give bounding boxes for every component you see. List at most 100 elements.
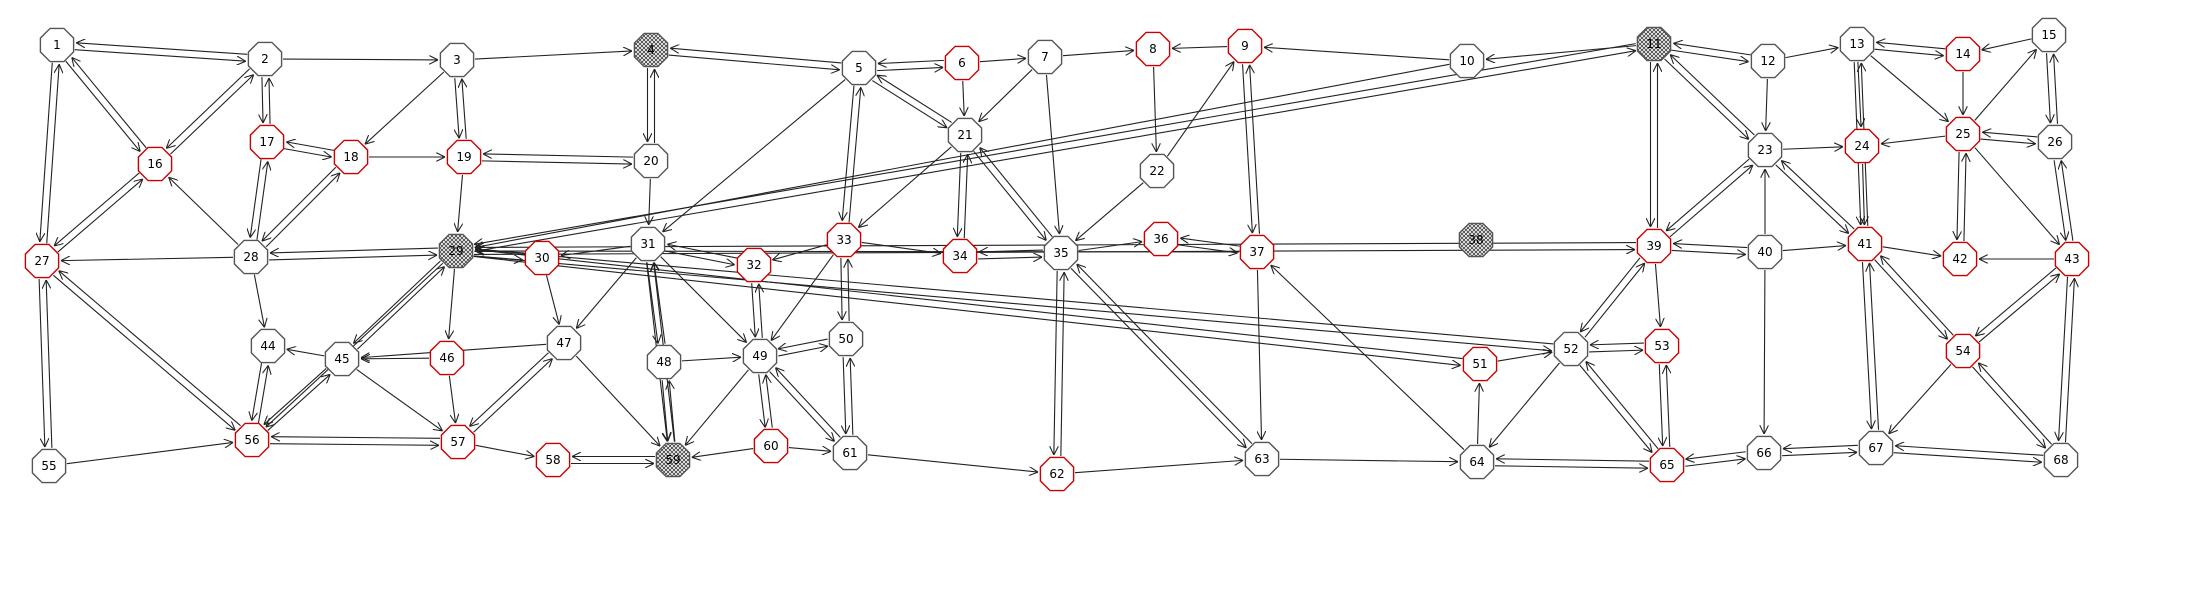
node-15[interactable]: 15: [2031, 17, 2067, 53]
node-32[interactable]: 32: [736, 247, 772, 283]
node-49-label: 49: [752, 349, 767, 363]
node-25[interactable]: 25: [1945, 116, 1981, 152]
edge-64-to-37: [1271, 265, 1465, 450]
node-58[interactable]: 58: [535, 442, 571, 478]
node-44[interactable]: 44: [250, 328, 286, 364]
node-55[interactable]: 55: [31, 448, 67, 484]
node-3-label: 3: [453, 53, 461, 67]
node-68[interactable]: 68: [2043, 442, 2079, 478]
edge-21-to-35: [973, 150, 1047, 240]
edge-56-to-45: [267, 374, 330, 431]
node-14[interactable]: 14: [1945, 36, 1981, 72]
node-47[interactable]: 47: [546, 325, 582, 361]
node-4-label: 4: [647, 43, 655, 57]
node-3[interactable]: 3: [439, 42, 475, 78]
node-67[interactable]: 67: [1858, 430, 1894, 466]
node-9[interactable]: 9: [1227, 28, 1263, 64]
edge-41-to-23: [1781, 160, 1855, 230]
node-48[interactable]: 48: [646, 344, 682, 380]
node-46[interactable]: 46: [429, 340, 465, 376]
node-29[interactable]: 29: [438, 233, 474, 269]
edge-1-to-2: [74, 49, 246, 62]
node-42[interactable]: 42: [1942, 241, 1978, 277]
edge-27-to-55: [38, 279, 45, 447]
node-59[interactable]: 59: [655, 442, 691, 478]
edge-20-to-31: [649, 178, 651, 225]
node-43[interactable]: 43: [2054, 241, 2090, 277]
node-10[interactable]: 10: [1449, 43, 1485, 79]
node-21[interactable]: 21: [947, 117, 983, 153]
node-2[interactable]: 2: [247, 41, 283, 77]
node-42-label: 42: [1952, 252, 1967, 266]
node-38[interactable]: 38: [1458, 222, 1494, 258]
node-13[interactable]: 13: [1839, 26, 1875, 62]
node-65[interactable]: 65: [1649, 447, 1685, 483]
node-23[interactable]: 23: [1747, 132, 1783, 168]
node-51[interactable]: 51: [1462, 346, 1498, 382]
node-64-label: 64: [1469, 455, 1484, 469]
node-56[interactable]: 56: [234, 422, 270, 458]
edge-25-to-42: [1957, 151, 1959, 240]
edge-42-to-25: [1964, 153, 1966, 242]
node-27[interactable]: 27: [24, 243, 60, 279]
edge-33-to-50: [841, 258, 842, 320]
edge-55-to-27: [46, 280, 53, 448]
node-17[interactable]: 17: [249, 124, 285, 160]
node-23-label: 23: [1757, 143, 1772, 157]
node-24[interactable]: 24: [1844, 128, 1880, 164]
node-34[interactable]: 34: [942, 238, 978, 274]
node-40[interactable]: 40: [1747, 234, 1783, 270]
node-53[interactable]: 53: [1644, 328, 1680, 364]
node-50[interactable]: 50: [828, 321, 864, 357]
node-63[interactable]: 63: [1244, 441, 1280, 477]
node-35[interactable]: 35: [1043, 235, 1079, 271]
node-8[interactable]: 8: [1135, 31, 1171, 67]
node-30[interactable]: 30: [524, 240, 560, 276]
node-39[interactable]: 39: [1636, 228, 1672, 264]
node-5[interactable]: 5: [841, 50, 877, 86]
node-57[interactable]: 57: [440, 424, 476, 460]
node-28[interactable]: 28: [233, 239, 269, 275]
node-1[interactable]: 1: [39, 27, 75, 63]
node-22[interactable]: 22: [1139, 153, 1175, 189]
edge-49-to-32: [759, 284, 763, 338]
node-24-octagon: [1844, 128, 1880, 164]
node-28-label: 28: [243, 250, 258, 264]
node-4[interactable]: 4: [633, 32, 669, 68]
node-19[interactable]: 19: [446, 139, 482, 175]
node-20[interactable]: 20: [633, 143, 669, 179]
edge-8-to-22: [1154, 66, 1157, 152]
edge-59-to-48: [669, 381, 676, 442]
node-45[interactable]: 45: [324, 341, 360, 377]
node-34-octagon: [942, 238, 978, 274]
edge-44-to-56: [252, 363, 263, 421]
edge-35-to-36: [1078, 242, 1142, 252]
node-31[interactable]: 31: [630, 226, 666, 262]
node-37[interactable]: 37: [1239, 234, 1275, 270]
node-54[interactable]: 54: [1945, 333, 1981, 369]
node-62[interactable]: 62: [1039, 456, 1075, 492]
node-61[interactable]: 61: [832, 435, 868, 471]
node-26[interactable]: 26: [2037, 124, 2073, 160]
node-33[interactable]: 33: [826, 222, 862, 258]
node-36[interactable]: 36: [1143, 221, 1179, 257]
node-18[interactable]: 18: [333, 139, 369, 175]
edge-22-to-9: [1166, 62, 1234, 157]
node-13-octagon: [1839, 26, 1875, 62]
node-60[interactable]: 60: [753, 428, 789, 464]
node-7[interactable]: 7: [1027, 39, 1063, 75]
node-27-label: 27: [34, 254, 49, 268]
edge-17-to-28: [250, 159, 262, 237]
node-41[interactable]: 41: [1847, 226, 1883, 262]
node-6[interactable]: 6: [944, 45, 980, 81]
node-66[interactable]: 66: [1746, 435, 1782, 471]
node-16[interactable]: 16: [137, 146, 173, 182]
node-52[interactable]: 52: [1553, 331, 1589, 367]
node-36-octagon: [1143, 221, 1179, 257]
node-11[interactable]: 11: [1636, 26, 1672, 62]
node-64[interactable]: 64: [1459, 444, 1495, 480]
edge-3-to-4: [474, 51, 632, 60]
node-12[interactable]: 12: [1750, 43, 1786, 79]
node-49[interactable]: 49: [742, 338, 778, 374]
